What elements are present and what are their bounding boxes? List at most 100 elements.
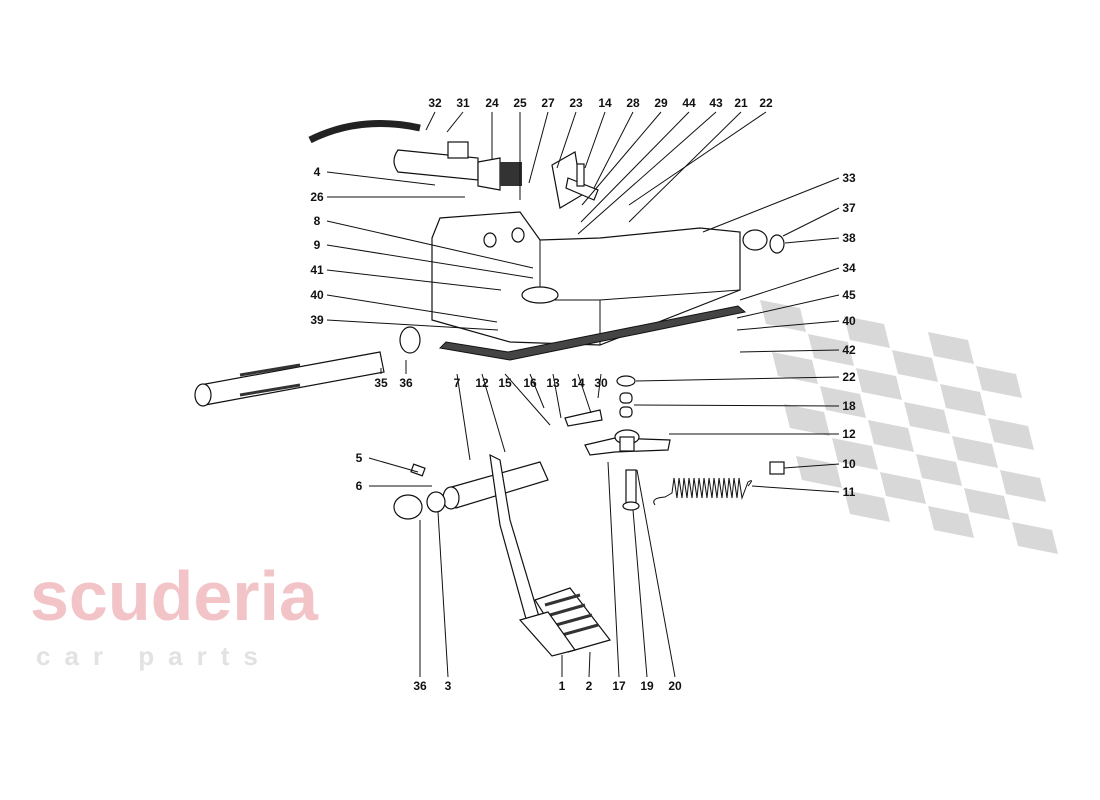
callout-label: 41: [310, 263, 324, 277]
spring-coil: [653, 477, 752, 506]
flag-square: [880, 472, 926, 504]
leader-line: [556, 111, 577, 169]
flag-square: [1012, 522, 1058, 554]
leader-line: [628, 111, 767, 206]
leader-line: [326, 171, 436, 186]
flag-square: [796, 456, 842, 488]
flag-square: [916, 454, 962, 486]
callout-label: 16: [523, 376, 537, 390]
leader-line: [425, 111, 436, 131]
leader-line: [326, 220, 534, 269]
flag-square: [988, 418, 1034, 450]
callout-label: 36: [413, 679, 427, 693]
callout-label: 26: [310, 190, 324, 204]
leader-line: [504, 373, 551, 426]
callout-label: 43: [709, 96, 723, 110]
leader-line: [446, 111, 464, 133]
leader-line: [633, 404, 840, 407]
leader-line: [326, 294, 498, 323]
callout-label: 12: [475, 376, 489, 390]
callout-label: 35: [374, 376, 388, 390]
callout-label: 4: [314, 165, 321, 179]
callout-label: 42: [842, 343, 856, 357]
callout-label: 6: [356, 479, 363, 493]
flag-square: [976, 366, 1022, 398]
flag-square: [928, 332, 974, 364]
lever-bracket: [564, 375, 671, 511]
leader-line: [607, 461, 620, 678]
leader-line: [593, 111, 634, 189]
callout-label: 1: [559, 679, 566, 693]
pedal-assembly: [393, 453, 612, 657]
master-cylinder: [393, 141, 599, 209]
callout-label: 10: [842, 457, 856, 471]
callout-label: 22: [842, 370, 856, 384]
flag-square: [952, 436, 998, 468]
leader-line: [528, 111, 549, 184]
leader-line: [751, 485, 840, 493]
callout-label: 32: [428, 96, 442, 110]
leader-line: [326, 244, 534, 279]
leader-line: [736, 294, 840, 319]
flag-square: [940, 384, 986, 416]
leader-line: [456, 373, 471, 461]
callout-label: 38: [842, 231, 856, 245]
watermark-brand: scuderia: [30, 557, 319, 635]
leader-line: [577, 373, 592, 414]
leader-line: [584, 111, 606, 169]
flag-square: [784, 404, 830, 436]
callout-label: 27: [541, 96, 555, 110]
callout-label: 29: [654, 96, 668, 110]
leader-line: [632, 509, 648, 678]
flag-square: [760, 300, 806, 332]
callout-label: 40: [310, 288, 324, 302]
flag-square: [964, 488, 1010, 520]
callout-label: 14: [598, 96, 612, 110]
leader-line: [635, 376, 840, 382]
leader-line: [552, 373, 562, 419]
flag-square: [832, 438, 878, 470]
callout-label: 31: [456, 96, 470, 110]
leader-line: [739, 349, 840, 353]
callout-label: 37: [842, 201, 856, 215]
leader-line: [784, 237, 840, 244]
return-spring: [653, 477, 752, 506]
leader-line: [588, 651, 591, 678]
leader-line: [580, 111, 690, 223]
flag-square: [844, 490, 890, 522]
flag-square: [928, 506, 974, 538]
callout-label: 36: [399, 376, 413, 390]
leader-line: [597, 373, 602, 399]
callout-label: 20: [668, 679, 682, 693]
callout-label: 8: [314, 214, 321, 228]
callout-label: 14: [571, 376, 585, 390]
callout-label: 30: [594, 376, 608, 390]
callout-label: 21: [734, 96, 748, 110]
callout-label: 5: [356, 451, 363, 465]
callout-label: 3: [445, 679, 452, 693]
callout-label: 39: [310, 313, 324, 327]
flag-square: [820, 386, 866, 418]
callout-label: 33: [842, 171, 856, 185]
callout-label: 17: [612, 679, 626, 693]
parts: [194, 120, 785, 657]
callout-label: 28: [626, 96, 640, 110]
watermark-sub: car parts: [36, 641, 272, 671]
callout-label: 40: [842, 314, 856, 328]
leader-line: [326, 269, 502, 291]
flag-square: [904, 402, 950, 434]
callout-label: 15: [498, 376, 512, 390]
callout-label: 24: [485, 96, 499, 110]
leader-line: [783, 463, 840, 469]
flag-square: [844, 316, 890, 348]
flag-square: [856, 368, 902, 400]
callout-label: 11: [843, 485, 856, 499]
callout-label: 45: [842, 288, 856, 302]
leader-line: [736, 320, 840, 331]
leader-line: [326, 319, 499, 331]
callout-label: 25: [513, 96, 527, 110]
flag-square: [868, 420, 914, 452]
